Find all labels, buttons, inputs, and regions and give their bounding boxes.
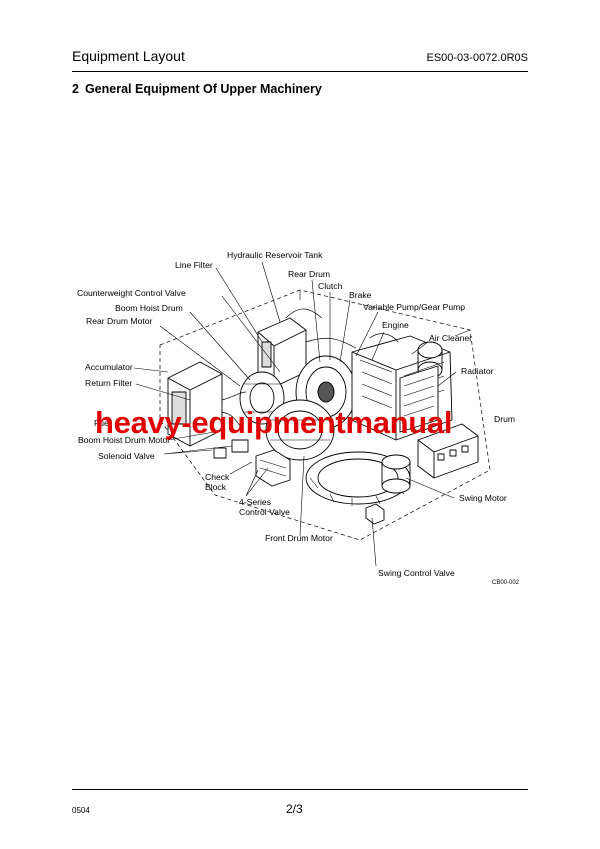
section-number: 2 (72, 82, 79, 96)
page-number: 2/3 (286, 802, 303, 816)
label-swing-control-valve: Swing Control Valve (378, 568, 455, 578)
header-rule (72, 71, 528, 72)
label-4-series-line1: 4-Series (239, 497, 271, 507)
label-check-block-line2: Block (205, 482, 227, 492)
figure-id: CB00-002 (492, 580, 520, 586)
footer-rule (72, 789, 528, 790)
header-title: Equipment Layout (72, 48, 185, 64)
label-line-filter: Line Filter (175, 260, 213, 270)
label-rear-drum: Rear Drum (288, 269, 330, 279)
footer-code: 0504 (72, 806, 90, 815)
label-air-cleaner: Air Cleaner (429, 333, 472, 343)
label-variable-pump-gear-pump: Variable Pump/Gear Pump (363, 302, 465, 312)
label-front-drum-partial: Drum (494, 414, 515, 424)
front-drum-shape (265, 399, 335, 461)
label-check-block-line1: Check (205, 472, 230, 482)
watermark-text: heavy-equipmentmanual (95, 405, 453, 440)
document-code: ES00-03-0072.0R0S (426, 52, 528, 64)
label-boom-hoist-drum: Boom Hoist Drum (115, 303, 183, 313)
label-boom-hoist-drum-motor: Boom Hoist Drum Motor (78, 435, 170, 445)
leader-lines (133, 261, 457, 567)
label-rear-drum-motor: Rear Drum Motor (86, 316, 153, 326)
label-brake: Brake (349, 290, 372, 300)
label-clutch: Clutch (318, 281, 343, 291)
swing-motor-shape (381, 454, 411, 494)
section-title: General Equipment Of Upper Machinery (84, 82, 322, 96)
control-valve-shape (213, 439, 291, 487)
swing-control-valve-shape (365, 503, 385, 525)
label-return-filter: Return Filter (85, 378, 132, 388)
label-accumulator: Accumulator (85, 362, 133, 372)
label-solenoid-valve: Solenoid Valve (98, 451, 155, 461)
label-engine: Engine (382, 320, 409, 330)
label-swing-motor: Swing Motor (459, 493, 507, 503)
radiator-shape (399, 365, 439, 433)
label-counterweight-control-valve: Counterweight Control Valve (77, 288, 186, 298)
label-radiator: Radiator (461, 366, 494, 376)
callout-labels: Hydraulic Reservoir Tank Line Filter Rea… (77, 250, 520, 586)
label-4-series-line2: Control Valve (239, 507, 290, 517)
section-heading: 2 General Equipment Of Upper Machinery (72, 82, 322, 96)
label-front-drum-motor: Front Drum Motor (265, 533, 333, 543)
accumulator-shape (167, 361, 223, 447)
battery-box-shape (417, 423, 479, 479)
label-fuel-tank-partial: Fue (94, 418, 109, 428)
label-hydraulic-reservoir-tank: Hydraulic Reservoir Tank (227, 250, 323, 260)
boom-hoist-drum-shape (239, 371, 285, 425)
machine-illustration (159, 289, 491, 541)
